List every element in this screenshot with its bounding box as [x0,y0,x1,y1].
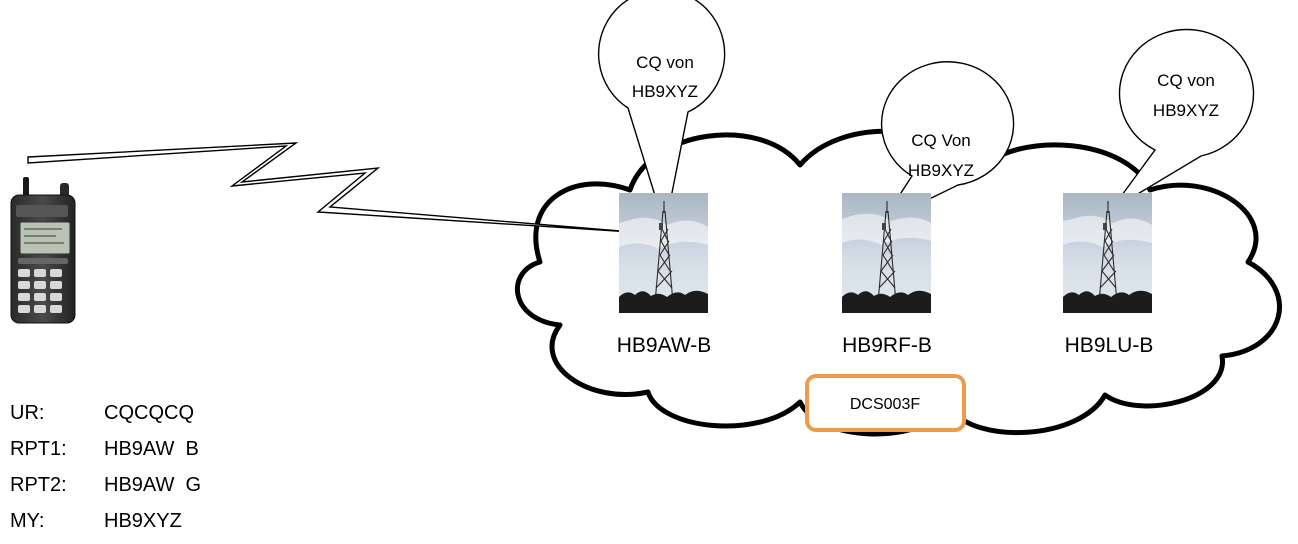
callsign-value: HB9AW B [104,438,199,460]
callsign-settings: UR: CQCQCQ RPT1: HB9AW B RPT2: HB9AW G M… [10,395,201,539]
callsign-row-ur: UR: CQCQCQ [10,395,201,431]
callsign-value: CQCQCQ [104,402,194,424]
bubble-3-line-2: HB9XYZ [1153,101,1219,120]
bubble-3-line-1: CQ von [1157,71,1215,90]
callsign-key: RPT2: [10,474,67,496]
callsign-row-rpt1: RPT1: HB9AW B [10,431,201,467]
speech-bubble-2: CQ Von HB9XYZ [880,61,1015,224]
callsign-row-my: MY: HB9XYZ [10,503,201,539]
callsign-key: UR: [10,402,45,424]
radio-link-zigzag [27,142,633,233]
bubble-2-line-1: CQ Von [911,131,971,150]
handheld-transceiver-icon [10,177,76,324]
reflector-label: DCS003F [850,396,920,413]
reflector-box [805,374,966,432]
radio-tower-photo-1 [619,193,708,313]
speech-bubble-3: CQ von HB9XYZ [1110,28,1255,211]
callsign-row-rpt2: RPT2: HB9AW G [10,467,201,503]
repeater-label-2: HB9RF-B [842,334,932,357]
repeater-label-1: HB9AW-B [617,334,712,357]
repeater-label-3: HB9LU-B [1065,334,1154,357]
bubble-2-line-2: HB9XYZ [908,161,974,180]
callsign-value: HB9XYZ [104,510,182,532]
callsign-key: RPT1: [10,438,67,460]
radio-tower-photo-3 [1063,193,1152,313]
speech-bubble-1: CQ von HB9XYZ [597,0,726,229]
callsign-key: MY: [10,510,45,532]
radio-tower-photo-2 [842,193,931,313]
bubble-1-line-2: HB9XYZ [632,82,698,101]
callsign-value: HB9AW G [104,474,202,496]
bubble-1-line-1: CQ von [636,53,694,72]
